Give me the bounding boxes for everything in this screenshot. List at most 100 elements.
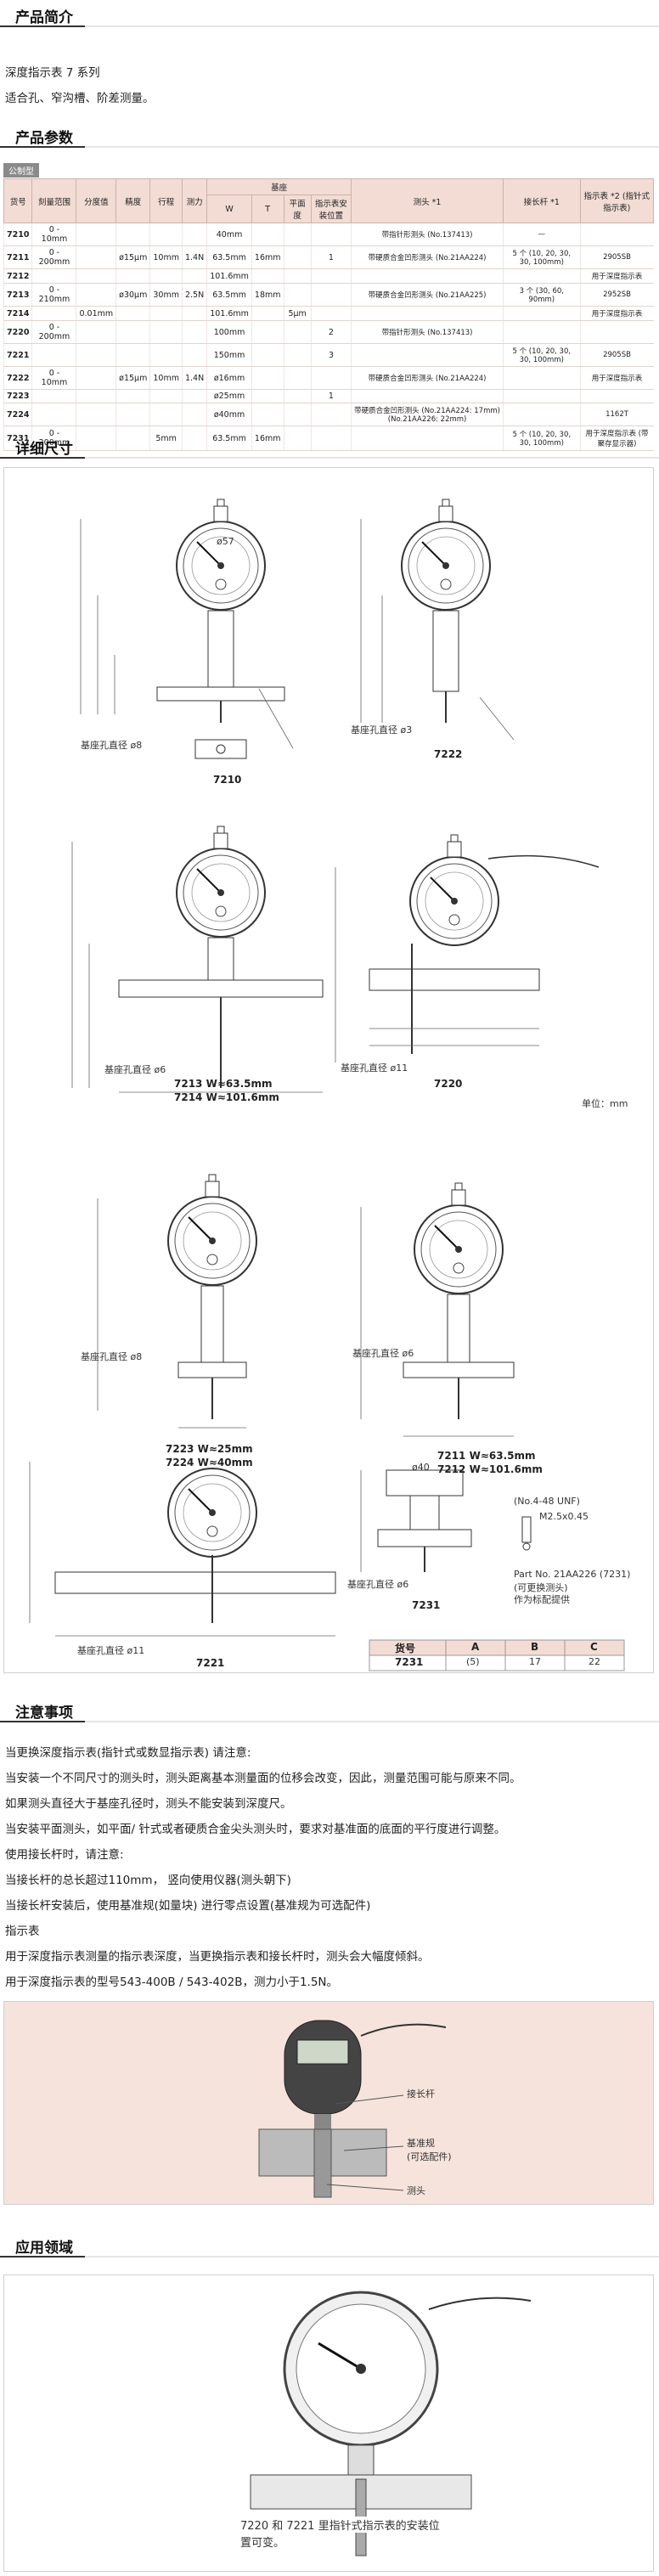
th-flat: 平面度 xyxy=(283,194,312,223)
label-hole8-b: 基座孔直径 ø8 xyxy=(81,1351,143,1362)
cell-t xyxy=(251,403,284,426)
th-stroke: 行程 xyxy=(149,178,183,223)
callout-rod: 接长杆 xyxy=(407,2088,435,2100)
cell-model: 7224 xyxy=(3,403,32,426)
cell-pos xyxy=(310,306,352,321)
th-range: 刻量范围 xyxy=(31,178,77,223)
label-d40: ø40 xyxy=(412,1462,430,1473)
cell-rod xyxy=(503,306,581,321)
cell-range: 0 - 10mm xyxy=(31,223,76,246)
cell-stroke xyxy=(149,268,183,284)
label-hole8-a: 基座孔直径 ø8 xyxy=(81,740,143,751)
abc-table xyxy=(369,1639,625,1671)
cell-grad xyxy=(76,343,116,367)
cell-probe xyxy=(351,268,504,284)
note-line: 用于深度指示表的型号543-400B / 543-402B，测力小于1.5N。 xyxy=(5,1976,339,1989)
cell-rod xyxy=(503,389,581,403)
cell-pos: 1 xyxy=(310,389,352,403)
cell-flat xyxy=(283,426,312,451)
cell-probe: 带硬质合金凹形测头 (No.21AA224) xyxy=(351,366,504,390)
cell-grad xyxy=(76,366,116,390)
cell-force xyxy=(181,426,207,451)
cell-w: 63.5mm xyxy=(206,426,252,451)
spec-table: 货号 刻量范围 分度值 精度 行程 测力 基座 测头 *1 接长杆 *1 指示表… xyxy=(3,178,655,451)
cell-force xyxy=(181,306,207,321)
cell-probe xyxy=(351,426,504,451)
cell-flat xyxy=(283,320,312,344)
cell-flat xyxy=(283,343,312,367)
abc-v-2: 17 xyxy=(529,1656,541,1667)
cell-rod xyxy=(503,268,581,284)
th-grad: 分度值 xyxy=(76,178,117,223)
th-force: 测力 xyxy=(181,178,208,223)
cell-w: ø25mm xyxy=(206,389,252,403)
cell-ind: 2952SB xyxy=(579,283,654,307)
cell-model: 7211 xyxy=(3,245,32,269)
unit-label: 单位：mm xyxy=(582,1098,628,1109)
application-illustration: 7220 和 7221 里指针式指示表的安装位 置可变。 xyxy=(3,2274,654,2572)
cell-probe xyxy=(351,306,504,321)
label-7212: 7212 W≈101.6mm xyxy=(437,1463,543,1475)
cell-range: 0 - 10mm xyxy=(31,366,76,390)
cell-rod xyxy=(503,320,581,344)
cell-t xyxy=(251,343,284,367)
note-line: 当安装平面测头，如平面/ 针式或者硬质合金尖头测头时，要求对基准面的底面的平行度… xyxy=(5,1823,506,1836)
cell-flat xyxy=(283,268,312,284)
cell-pos: 1 xyxy=(310,245,352,269)
cell-probe xyxy=(351,389,504,403)
cell-t xyxy=(251,389,284,403)
cell-grad xyxy=(76,426,116,451)
cell-ind: 用于深度指示表 (带聚存显示器) xyxy=(579,426,654,451)
cell-ind: 2905SB xyxy=(579,245,654,269)
label-hole6-b: 基座孔直径 ø6 xyxy=(352,1348,414,1359)
th-w: W xyxy=(206,194,252,223)
label-hole3: 基座孔直径 ø3 xyxy=(351,724,413,736)
th-base: 基座 xyxy=(206,178,352,195)
cell-force xyxy=(181,389,207,403)
cell-grad xyxy=(76,320,116,344)
cell-t xyxy=(251,306,284,321)
th-pos: 指示表安装位置 xyxy=(310,194,352,223)
drawing-7220 xyxy=(335,834,600,1063)
cell-range: 0 - 200mm xyxy=(31,245,76,269)
label-part-2: (可更换测头) xyxy=(514,1582,568,1593)
callout-probe: 测头 xyxy=(407,2185,425,2196)
cell-acc: ø15μm xyxy=(115,366,150,390)
th-t: T xyxy=(251,194,284,223)
section-title: 应用领域 xyxy=(15,2240,73,2257)
cell-grad xyxy=(76,268,116,284)
cell-range xyxy=(31,306,76,321)
cell-model: 7222 xyxy=(3,366,32,390)
cell-probe: 带硬质合金凹形测头 (No.21AA225) xyxy=(351,283,504,307)
cell-force xyxy=(181,403,207,426)
cell-grad xyxy=(76,223,116,246)
cell-acc xyxy=(115,268,150,284)
cell-w: 63.5mm xyxy=(206,283,252,307)
cell-rod: 5 个 (10, 20, 30, 30, 100mm) xyxy=(503,245,581,269)
cell-pos: 3 xyxy=(310,343,352,367)
cell-flat xyxy=(283,283,312,307)
cell-t: 18mm xyxy=(251,283,284,307)
cell-ind xyxy=(579,223,654,246)
cell-acc xyxy=(115,223,150,246)
label-hole11-b: 基座孔直径 ø11 xyxy=(77,1645,145,1656)
intro-line-1: 深度指示表 7 系列 xyxy=(5,66,100,80)
callout-gauge: 基准规 xyxy=(407,2138,435,2149)
cell-t xyxy=(251,320,284,344)
note-line: 当安装一个不同尺寸的测头时，测头距离基本测量面的位移会改变，因此，测量范围可能与… xyxy=(5,1772,521,1785)
cell-ind: 用于深度指示表 xyxy=(579,268,654,284)
section-dims-header: 详细尺寸 xyxy=(0,431,659,465)
cell-ind: 用于深度指示表 xyxy=(579,306,654,321)
cell-model: 7210 xyxy=(3,223,32,246)
label-7221: 7221 xyxy=(196,1657,225,1669)
cell-model: 7221 xyxy=(3,343,32,367)
cell-force: 1.4N xyxy=(181,366,207,390)
drawing-7231 xyxy=(360,1469,532,1572)
spec-header-row: 货号 刻量范围 分度值 精度 行程 测力 基座 测头 *1 接长杆 *1 指示表… xyxy=(3,178,655,223)
technical-drawings xyxy=(29,499,625,1671)
section-apps-header: 应用领域 xyxy=(0,2230,659,2264)
cell-acc xyxy=(115,320,150,344)
app-caption-1: 7220 和 7221 里指针式指示表的安装位 xyxy=(240,2517,440,2533)
